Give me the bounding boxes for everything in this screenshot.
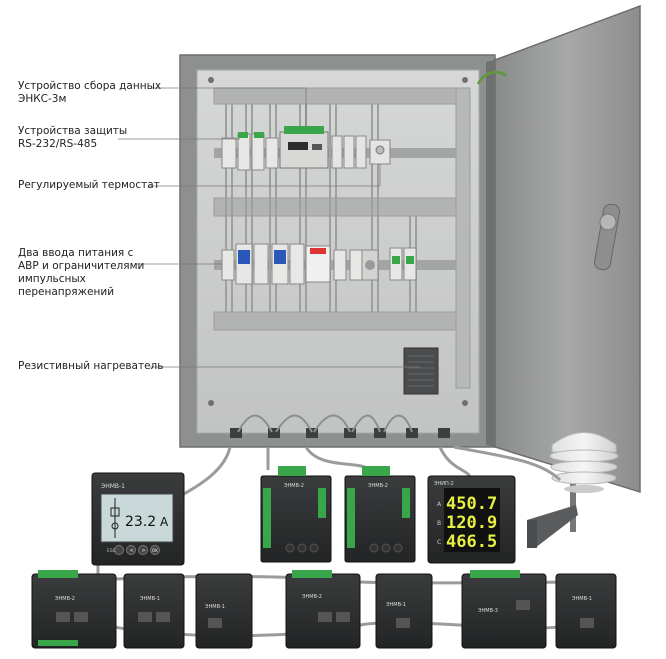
power-input-devices: [221, 243, 417, 285]
bottom-module-6-label: ЭНМВ-3: [478, 608, 498, 614]
bottom-module-2: ЭНМВ-1: [123, 573, 185, 649]
ok-button-label: OK: [152, 548, 158, 553]
bottom-module-3-label: ЭНМВ-1: [205, 604, 225, 610]
cable-loops: [237, 414, 413, 433]
screw: [462, 77, 468, 83]
io-module-1-label: ЭНМВ-2: [284, 483, 304, 489]
bottom-module-5: ЭНМВ-1: [375, 573, 433, 649]
resistive-heater: [403, 347, 439, 395]
screw: [208, 400, 214, 406]
wire-duct: [213, 87, 457, 105]
callout-lines: [118, 87, 420, 368]
meter-label: ЭНИП-2: [434, 481, 454, 487]
door-edge: [486, 60, 495, 447]
bottom-module-row: ЭНМВ-2 ЭНМВ-1 ЭНМВ-1 ЭНМВ-2 ЭНМВ-1: [31, 570, 617, 649]
screw: [208, 77, 214, 83]
meter-reading-c: 466.5: [446, 532, 497, 552]
cable-glands: [230, 428, 450, 438]
lcd-screen: [100, 493, 174, 543]
thermostat-device: [369, 139, 391, 165]
bottom-module-6: ЭНМВ-3: [461, 570, 547, 649]
bottom-module-1: ЭНМВ-2: [31, 570, 117, 649]
left-button-label: <: [130, 548, 134, 554]
meter: ЭНИП-2 A 450.7 B 120.9 C 466.5: [427, 475, 516, 564]
bottom-module-7-label: ЭНМВ-1: [572, 596, 592, 602]
display-brand: ЭНМВ-1: [101, 483, 125, 490]
wire-duct-vertical: [455, 87, 471, 389]
lcd-reading-unit: A: [160, 515, 169, 529]
door-panel: [494, 4, 641, 494]
esc-button[interactable]: [114, 545, 124, 555]
protection-devices: [221, 132, 279, 171]
din-rail-extension: [392, 148, 456, 158]
io-module-1: ЭНМВ-2: [260, 466, 332, 563]
bottom-module-2-label: ЭНМВ-1: [140, 596, 160, 602]
esc-button-label: ESC: [107, 548, 116, 554]
cabinet: [179, 54, 496, 448]
screw: [462, 400, 468, 406]
door-handle: [594, 203, 620, 271]
phase-label-c: C: [437, 539, 441, 546]
data-collector-device: [279, 126, 329, 169]
bottom-module-7: ЭНМВ-1: [555, 573, 617, 649]
left-button[interactable]: [126, 545, 136, 555]
cabinet-door: [476, 4, 641, 494]
phase-label-b: B: [437, 520, 441, 527]
lcd-reading-value: 23.2: [125, 514, 156, 530]
single-line-diagram: [110, 498, 120, 538]
display-module: ЭНМВ-1 23.2 A ESC < > OK: [91, 472, 185, 566]
bottom-module-4: ЭНМВ-2: [285, 570, 361, 649]
bottom-module-3: ЭНМВ-1: [195, 573, 253, 649]
display-buttons: ESC < > OK: [107, 545, 160, 555]
io-module-2: ЭНМВ-2: [344, 466, 416, 563]
bottom-module-4-label: ЭНМВ-2: [302, 594, 322, 600]
meter-reading-a: 450.7: [446, 494, 497, 514]
wire-duct: [213, 311, 457, 331]
relay-devices: [331, 135, 367, 169]
ok-button[interactable]: [150, 545, 160, 555]
bottom-module-1-label: ЭНМВ-2: [55, 596, 75, 602]
phase-label-a: A: [437, 501, 442, 508]
right-button[interactable]: [138, 545, 148, 555]
bottom-module-5-label: ЭНМВ-1: [386, 602, 406, 608]
right-button-label: >: [142, 548, 146, 554]
ground-wire: [476, 70, 507, 85]
meter-reading-b: 120.9: [446, 513, 497, 533]
weather-sensor: [527, 432, 619, 548]
io-module-2-label: ЭНМВ-2: [368, 483, 388, 489]
